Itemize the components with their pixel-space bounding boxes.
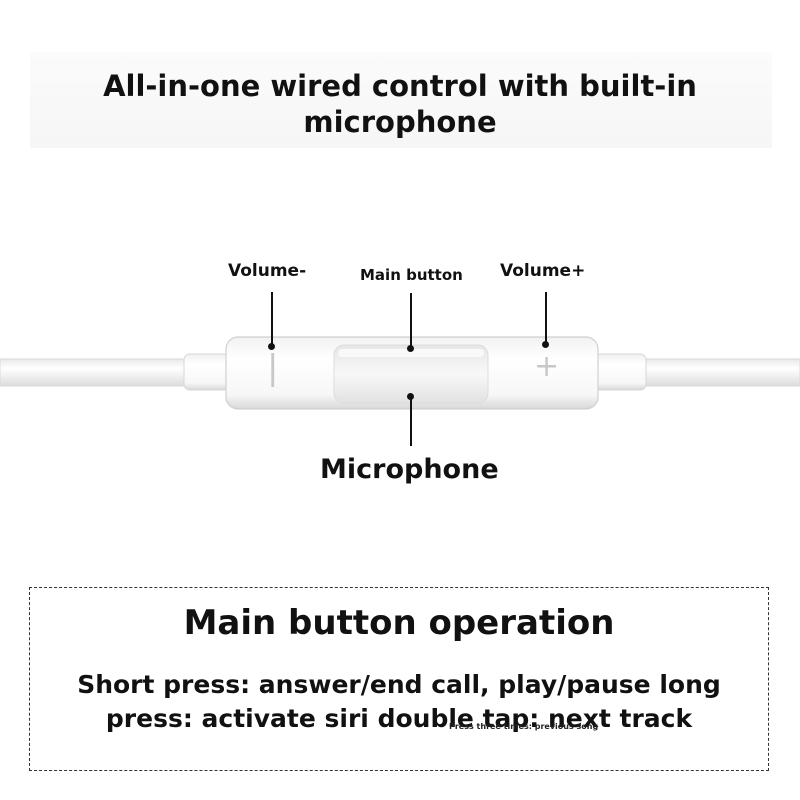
volume-plus-glyph: + (534, 349, 560, 384)
page-title: All-in-one wired control with built-in m… (40, 68, 760, 140)
leader-dot-main-button (407, 345, 414, 352)
volume-minus-glyph: | (267, 348, 279, 388)
operation-overlay-note: Press three times: previous song (449, 722, 599, 731)
title-band (30, 52, 772, 148)
title-line-2: microphone (303, 105, 497, 139)
leader-dot-microphone (407, 393, 414, 400)
operation-box (29, 587, 769, 771)
operation-line-2: press: activate siri double tap: next tr… (105, 704, 693, 733)
leader-dot-volume-plus (542, 341, 549, 348)
leader-volume-plus (545, 292, 547, 346)
main-button-label: Main button (360, 266, 463, 284)
operation-title: Main button operation (183, 603, 615, 643)
cable-left (0, 358, 201, 387)
leader-volume-minus (271, 292, 273, 348)
volume-plus-label: Volume+ (500, 261, 586, 281)
operation-description: Short press: answer/end call, play/pause… (29, 668, 769, 736)
title-line-1: All-in-one wired control with built-in (103, 69, 697, 103)
microphone-label: Microphone (320, 454, 499, 485)
leader-microphone (410, 398, 412, 446)
leader-dot-volume-minus (268, 343, 275, 350)
leader-main-button (410, 293, 412, 351)
volume-minus-label: Volume- (228, 261, 307, 281)
operation-line-1: Short press: answer/end call, play/pause… (77, 670, 721, 699)
